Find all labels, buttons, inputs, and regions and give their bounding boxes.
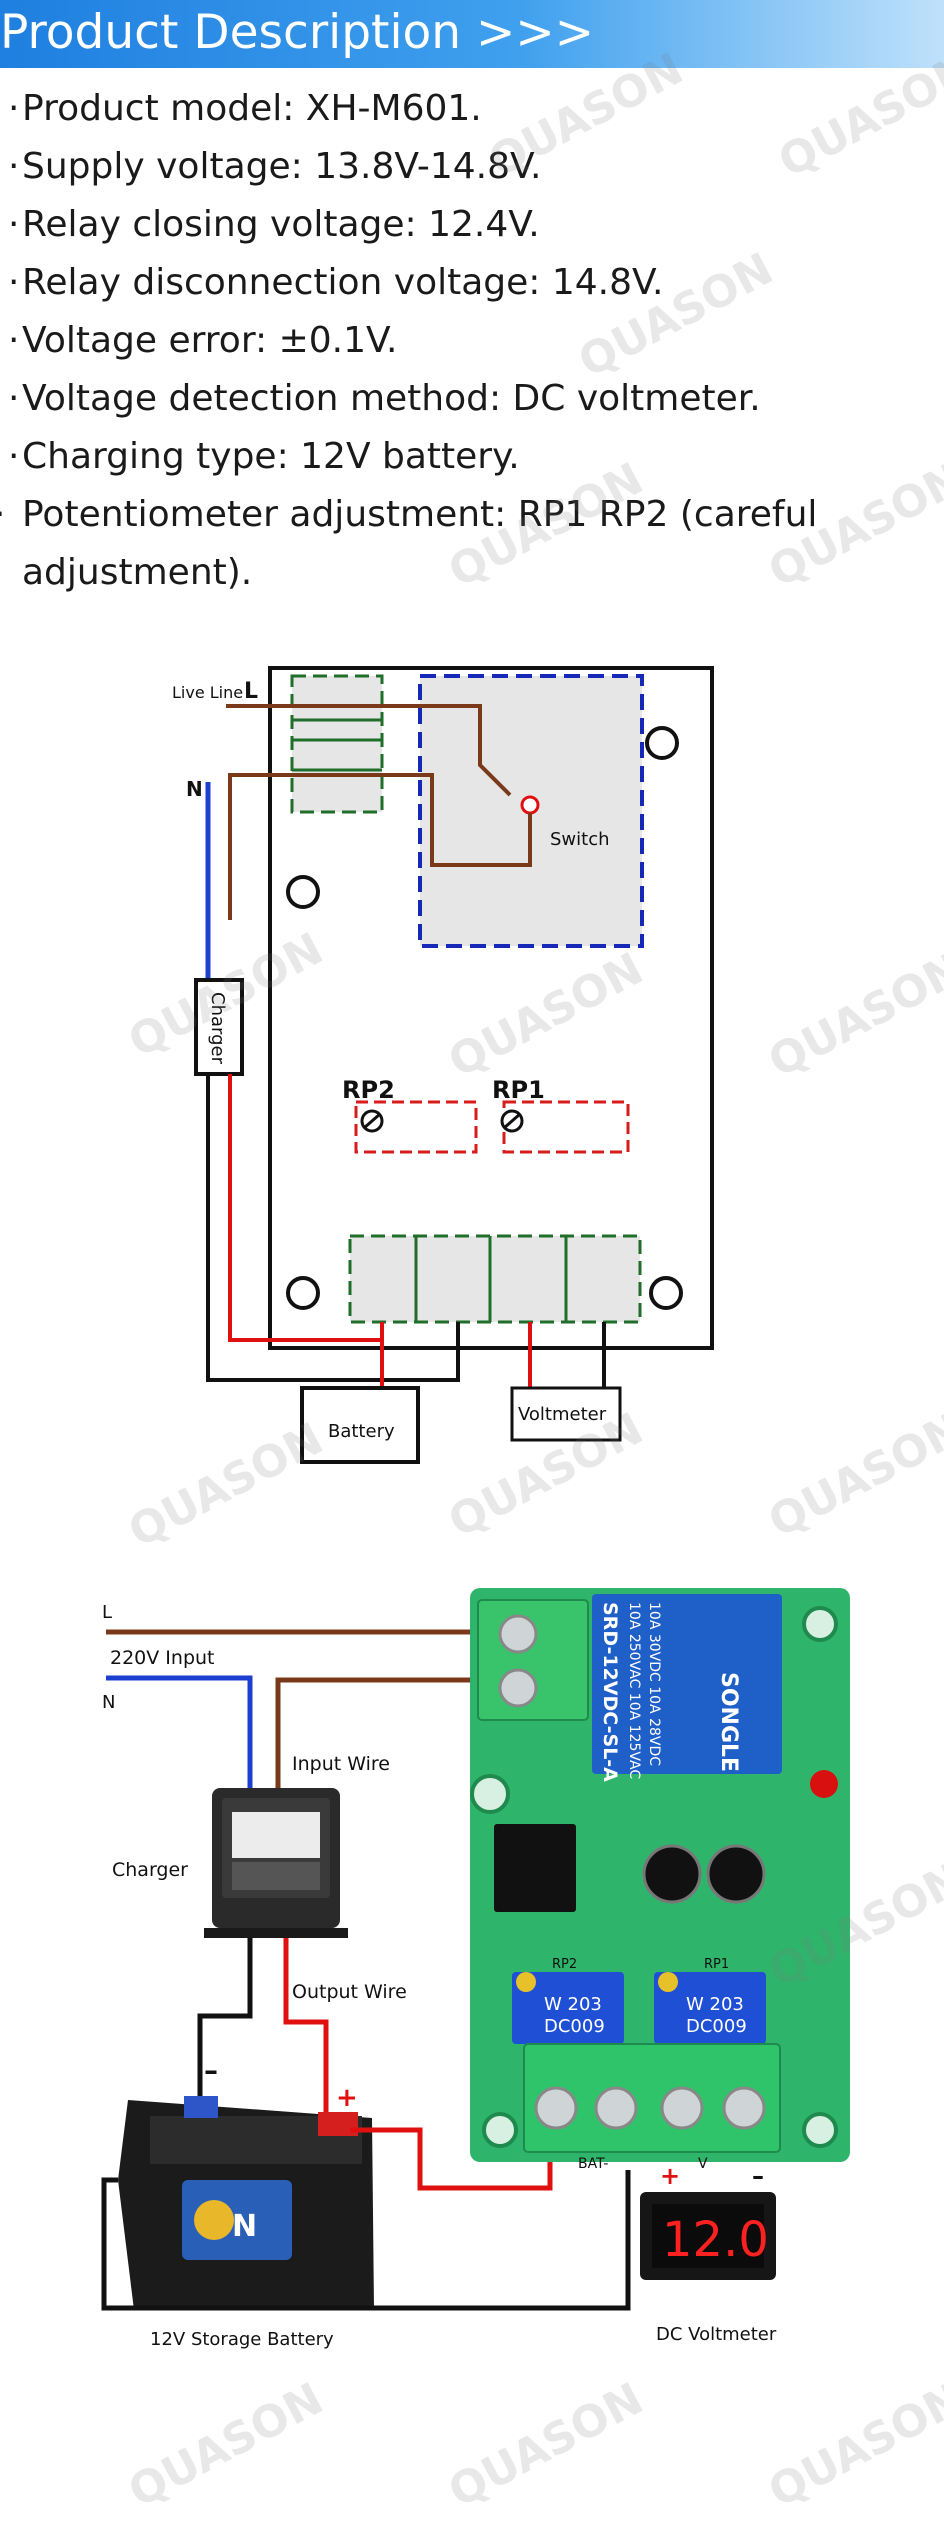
rp2-label: RP2	[342, 1076, 395, 1104]
spec-text: Product model: XH-M601.	[22, 88, 482, 129]
mount-hole	[286, 875, 320, 909]
plus-label: +	[336, 2083, 358, 2113]
bullet: ·	[8, 436, 20, 477]
bullet: ·	[8, 262, 20, 303]
watermark: QUASON	[440, 2373, 652, 2518]
bullet: ·	[8, 320, 20, 361]
wiring-schematic: Charger RP2 RP1 Live Line L N Switch Bat…	[172, 666, 714, 1464]
input-terminal-block	[290, 674, 384, 814]
battery-icon	[118, 2096, 374, 2310]
spec-item: ·Relay closing voltage: 12.4V.	[8, 196, 938, 254]
mount-hole	[286, 1276, 320, 1310]
relay-rating-2: 10A 30VDC 10A 28VDC	[646, 1602, 662, 1766]
voltmeter-plus: +	[660, 2162, 680, 2190]
live-line-label: Live Line	[172, 683, 243, 702]
voltmeter-label: Voltmeter	[518, 1404, 607, 1425]
rp2-code-2: DC009	[544, 2016, 605, 2037]
output-terminal-block	[348, 1234, 642, 1324]
battery-label: Battery	[328, 1421, 395, 1442]
output-wire-label: Output Wire	[292, 1981, 407, 2003]
voltmeter-minus: –	[752, 2162, 764, 2190]
charger-label: Charger	[207, 992, 228, 1065]
bullet: ·	[8, 378, 20, 419]
l-label: L	[102, 1602, 112, 1623]
bullet: ·	[8, 88, 20, 129]
input-220-label: 220V Input	[110, 1647, 215, 1669]
page-title: Product Description >>>	[0, 5, 595, 60]
battery-label: 12V Storage Battery	[150, 2329, 334, 2350]
relay-model: SRD-12VDC-SL-A	[599, 1602, 621, 1782]
rp1-board-label: RP1	[704, 1957, 729, 1972]
voltmeter-display: 12.0	[662, 2212, 769, 2268]
pcb-board	[470, 1588, 850, 2162]
spec-text: Potentiometer adjustment: RP1 RP2 (caref…	[22, 494, 818, 593]
spec-text: Voltage error: ±0.1V.	[22, 320, 398, 361]
v-board-label: V	[698, 2156, 708, 2172]
watermark: QUASON	[120, 2373, 332, 2518]
voltmeter-box	[510, 1386, 622, 1442]
relay-rating-1: 10A 250VAC 10A 125VAC	[626, 1602, 642, 1779]
rp1-label: RP1	[492, 1076, 545, 1104]
mount-hole	[645, 726, 679, 760]
input-wire-label: Input Wire	[292, 1753, 390, 1775]
rp1-area	[502, 1100, 630, 1154]
battery-brand: N	[232, 2209, 257, 2244]
spec-text: Charging type: 12V battery.	[22, 436, 520, 477]
mount-hole	[649, 1276, 683, 1310]
bullet: ·	[8, 146, 20, 187]
rp1-code-2: DC009	[686, 2016, 747, 2037]
spec-text: Relay disconnection voltage: 14.8V.	[22, 262, 664, 303]
spec-item: ·Voltage detection method: DC voltmeter.	[8, 370, 938, 428]
minus-label: –	[204, 2054, 218, 2087]
rp1-code: W 203	[686, 1994, 744, 2015]
spec-list: ·Product model: XH-M601. ·Supply voltage…	[0, 80, 938, 602]
live-l-label: L	[244, 679, 258, 704]
spec-item: ·Product model: XH-M601.	[8, 80, 938, 138]
spec-text: Supply voltage: 13.8V-14.8V.	[22, 146, 542, 187]
header-bar: Product Description >>>	[0, 0, 944, 68]
relay-brand: SONGLE	[716, 1672, 741, 1772]
bat-minus-label: BAT-	[578, 2156, 608, 2172]
rp2-board-label: RP2	[552, 1957, 577, 1972]
bullet: ·	[0, 486, 22, 544]
bullet: ·	[8, 204, 20, 245]
spec-item: ·Voltage error: ±0.1V.	[8, 312, 938, 370]
charger-icon	[204, 1788, 348, 1938]
spec-text: Relay closing voltage: 12.4V.	[22, 204, 540, 245]
neutral-label: N	[186, 777, 203, 801]
n-label: N	[102, 1692, 115, 1713]
rp2-code: W 203	[544, 1994, 602, 2015]
battery-box	[300, 1386, 420, 1464]
spec-item: ·Potentiometer adjustment: RP1 RP2 (care…	[0, 486, 842, 602]
spec-item: ·Relay disconnection voltage: 14.8V.	[8, 254, 938, 312]
spec-text: Voltage detection method: DC voltmeter.	[22, 378, 761, 419]
spec-item: ·Charging type: 12V battery.	[8, 428, 938, 486]
spec-item: ·Supply voltage: 13.8V-14.8V.	[8, 138, 938, 196]
switch-label: Switch	[550, 829, 610, 850]
charger-box	[194, 978, 244, 1076]
dc-voltmeter-label: DC Voltmeter	[656, 2324, 777, 2345]
charger-label: Charger	[112, 1859, 188, 1881]
watermark: QUASON	[760, 2373, 944, 2518]
wiring-photo-illustration: L 220V Input N Input Wire Charger Output…	[101, 1588, 850, 2350]
